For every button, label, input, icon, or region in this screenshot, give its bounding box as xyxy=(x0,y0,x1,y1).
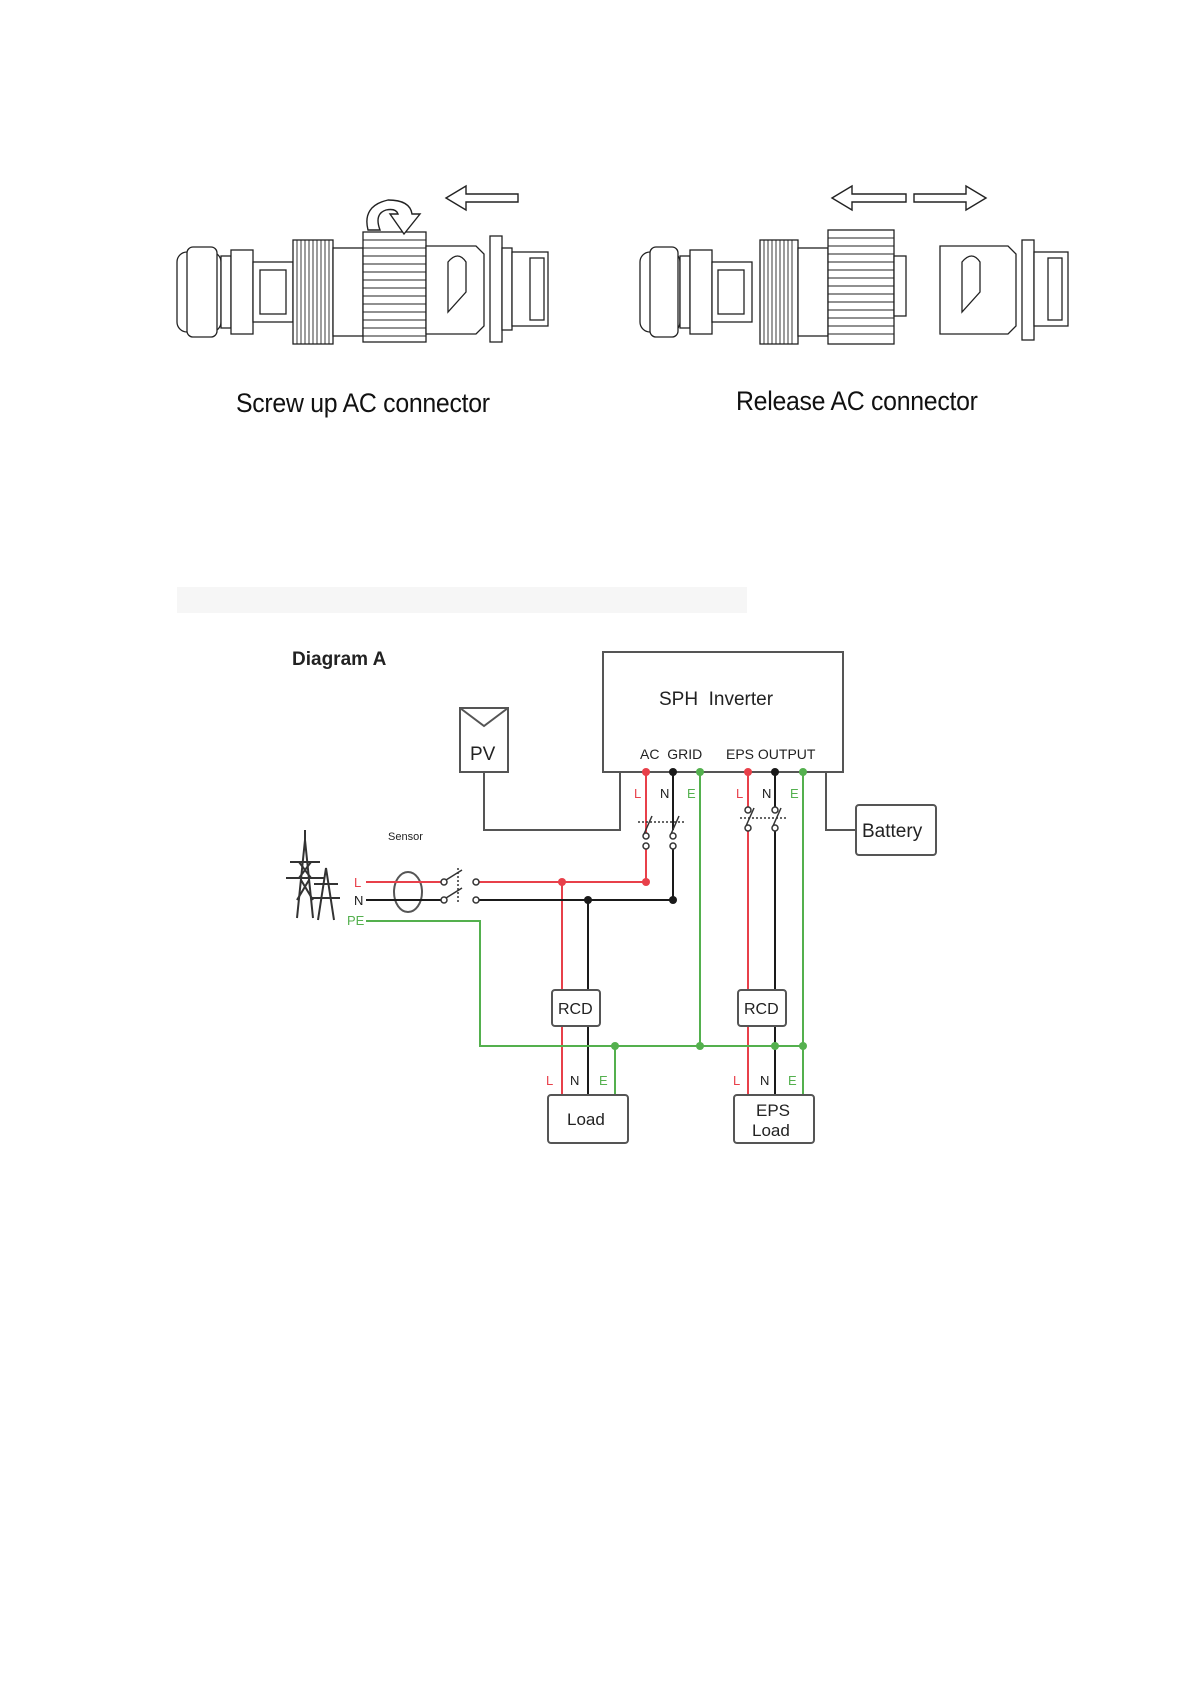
grid-pe-label: PE xyxy=(347,913,365,928)
rotate-icon xyxy=(367,200,420,234)
eps-load-terminal-l: L xyxy=(733,1073,740,1088)
ac-grid-switch xyxy=(638,816,684,849)
load-terminal-n: N xyxy=(570,1073,579,1088)
ac-terminal-e: E xyxy=(687,786,696,801)
ac-terminal-l: L xyxy=(634,786,641,801)
live-wires xyxy=(366,772,748,1095)
rcd-left-label: RCD xyxy=(558,1001,593,1018)
grid-breaker-switch xyxy=(441,868,479,904)
sensor-ring xyxy=(394,872,422,912)
released-connector-drawing xyxy=(640,230,1068,344)
earth-wires xyxy=(366,772,803,1095)
eps-load-box xyxy=(734,1095,814,1143)
pv-label: PV xyxy=(470,744,496,765)
eps-switch xyxy=(740,807,786,831)
screwed-connector-drawing xyxy=(177,232,548,344)
sensor-label: Sensor xyxy=(388,831,423,843)
grid-n-label: N xyxy=(354,893,363,908)
rcd-left-box xyxy=(552,990,600,1026)
battery-label: Battery xyxy=(862,821,923,842)
eps-load-label-line2: Load xyxy=(752,1121,790,1140)
grid-l-label: L xyxy=(354,875,361,890)
load-terminal-e: E xyxy=(599,1073,608,1088)
transmission-tower-icon xyxy=(286,830,340,920)
rcd-right-box xyxy=(738,990,786,1026)
eps-load-label-line1: EPS xyxy=(756,1101,790,1120)
rcd-right-label: RCD xyxy=(744,1001,779,1018)
eps-terminal-e: E xyxy=(790,786,799,801)
battery-box xyxy=(856,805,936,855)
faint-band xyxy=(177,587,747,613)
junction-dots xyxy=(558,768,807,1050)
connector-illustrations xyxy=(0,0,1191,460)
pv-panel: PV xyxy=(460,708,508,772)
arrow-right-icon xyxy=(914,186,986,210)
inverter-box xyxy=(603,652,843,772)
arrow-left-icon xyxy=(832,186,906,210)
eps-load-terminal-e: E xyxy=(788,1073,797,1088)
inverter-label: SPH Inverter xyxy=(659,689,774,710)
ac-grid-label: AC GRID xyxy=(640,746,702,762)
neutral-wires xyxy=(366,772,775,1095)
arrow-left-icon xyxy=(446,186,518,210)
eps-terminal-l: L xyxy=(736,786,743,801)
load-box xyxy=(548,1095,628,1143)
eps-output-label: EPS OUTPUT xyxy=(726,746,816,762)
release-caption: Release AC connector xyxy=(736,386,978,417)
eps-terminal-n: N xyxy=(762,786,771,801)
eps-load-terminal-n: N xyxy=(760,1073,769,1088)
screw-up-caption: Screw up AC connector xyxy=(236,388,490,419)
diagram-title: Diagram A xyxy=(292,649,387,670)
ac-terminal-n: N xyxy=(660,786,669,801)
load-label: Load xyxy=(567,1110,605,1129)
load-terminal-l: L xyxy=(546,1073,553,1088)
